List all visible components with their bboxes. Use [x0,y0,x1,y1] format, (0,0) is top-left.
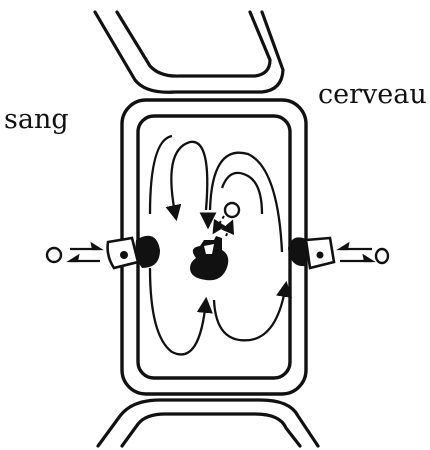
left-exchange-arrows [70,244,100,261]
right-exchange-arrows [340,244,372,261]
blood-label: sang [4,104,69,135]
lower-cell-wall [98,400,318,446]
inner-substrate-circle [225,203,239,217]
inner-dashed-arrow-down [214,216,224,232]
central-organelle [190,236,228,280]
inner-dashed-arrow-up [226,222,232,236]
left-transporter [108,236,160,268]
upper-cell-wall [95,12,283,92]
right-substrate-circle [376,249,388,263]
right-transporter [288,237,334,268]
brain-label: cerveau [318,79,427,110]
left-substrate-circle [47,248,61,262]
